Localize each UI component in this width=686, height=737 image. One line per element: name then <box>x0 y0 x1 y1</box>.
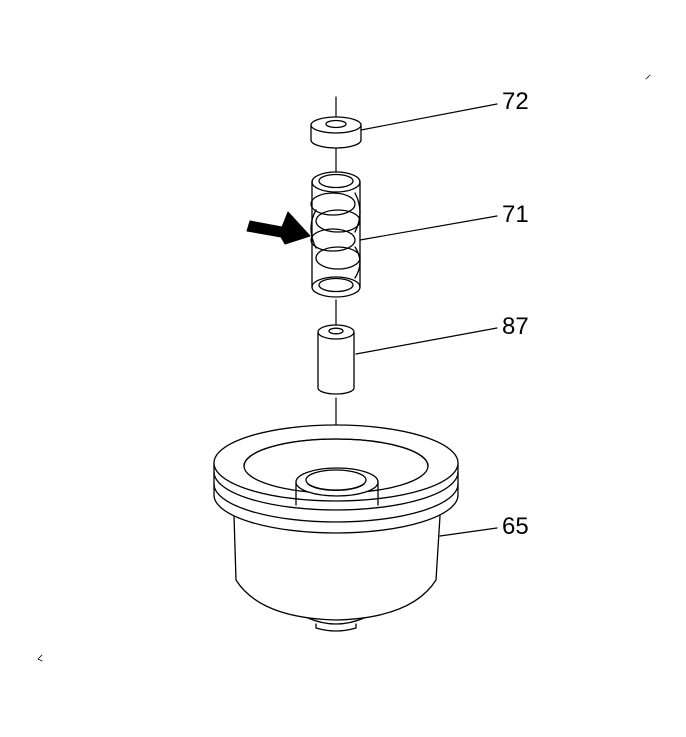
part-71-spring <box>310 171 361 298</box>
callout-65: 65 <box>502 513 529 540</box>
indicator-arrow <box>246 211 311 245</box>
callout-71: 71 <box>502 201 529 228</box>
leader-line-71 <box>359 215 498 241</box>
callout-87: 87 <box>502 313 529 340</box>
corner-mark-bottom-left <box>37 654 43 662</box>
part-87-pin <box>317 324 355 395</box>
corner-mark-top-right <box>645 74 651 80</box>
part-72-cap <box>310 116 362 149</box>
leader-line-65 <box>439 527 498 537</box>
leader-line-87 <box>355 327 498 355</box>
leader-line-72 <box>360 103 498 131</box>
part-65-housing <box>213 424 459 632</box>
leader-lines <box>355 103 498 537</box>
callout-72: 72 <box>502 88 529 115</box>
